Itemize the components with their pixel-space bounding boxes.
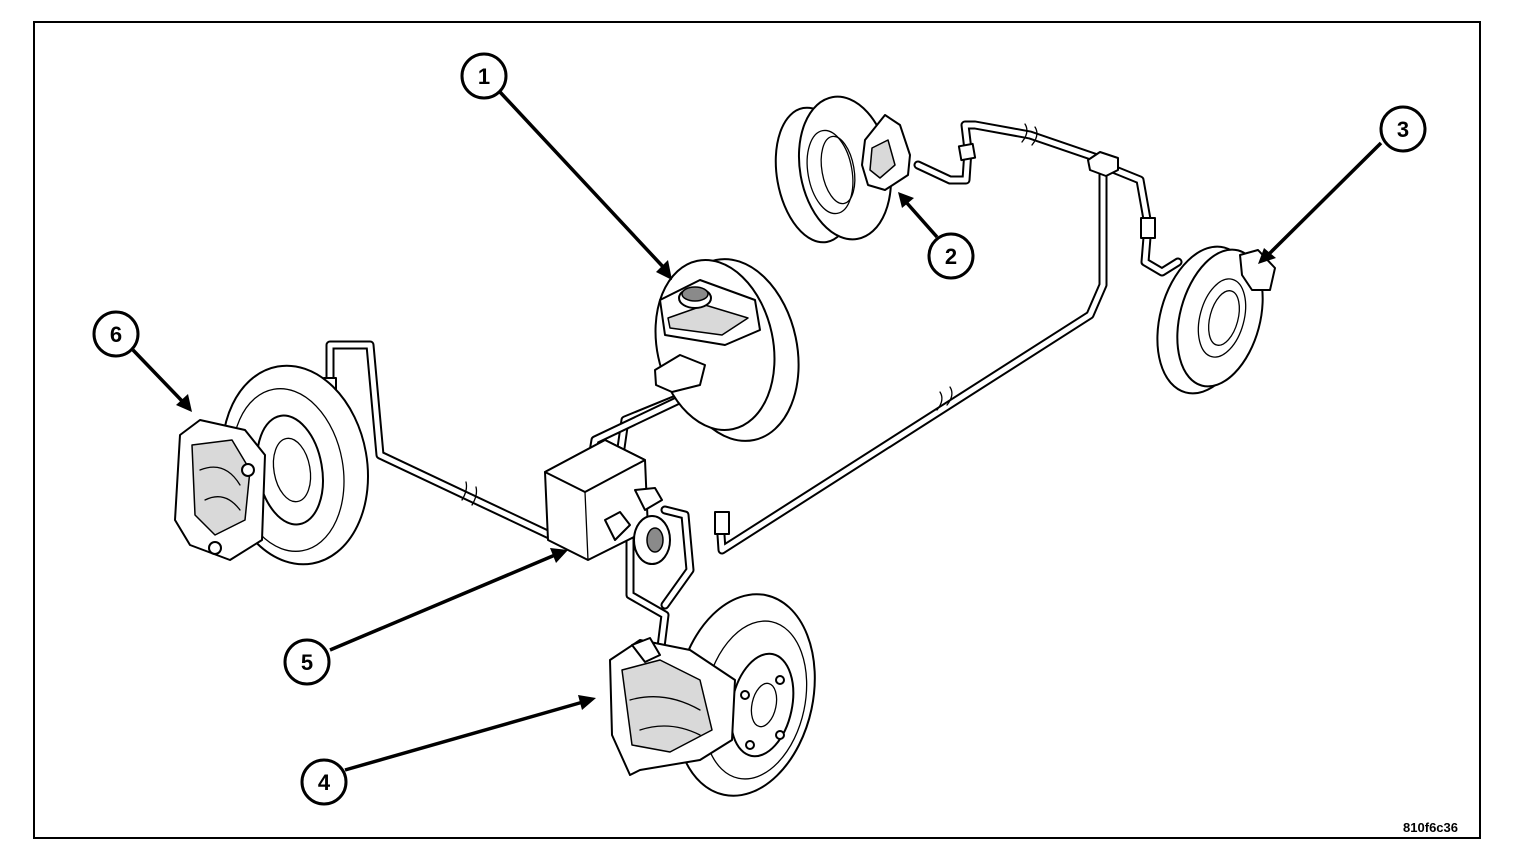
rear-brake-line xyxy=(715,120,1183,555)
image-code: 810f6c36 xyxy=(1403,820,1458,835)
callout-3: 3 xyxy=(1379,105,1427,153)
callout-6-label: 6 xyxy=(110,322,122,347)
callout-4: 4 xyxy=(300,758,348,806)
master-cylinder-and-booster xyxy=(654,258,800,442)
left-front-brake-assembly xyxy=(174,364,370,566)
callout-3-label: 3 xyxy=(1397,117,1409,142)
callout-4-label: 4 xyxy=(318,770,331,795)
callout-2-label: 2 xyxy=(945,244,957,269)
left-rear-brake-assembly xyxy=(774,95,911,244)
callout-5-label: 5 xyxy=(301,650,313,675)
line-fittings xyxy=(323,142,1156,535)
line-break-marks xyxy=(461,123,1038,506)
hydraulic-control-unit xyxy=(544,439,671,565)
callout-arrows xyxy=(131,90,1383,772)
right-front-brake-assembly xyxy=(609,593,816,797)
right-rear-brake-assembly xyxy=(1156,245,1276,395)
callout-1-label: 1 xyxy=(478,64,490,89)
callout-2: 2 xyxy=(927,232,975,280)
left-front-brake-line xyxy=(325,340,565,545)
callout-5: 5 xyxy=(283,638,331,686)
callout-1: 1 xyxy=(460,52,508,100)
right-front-brake-line xyxy=(625,505,695,660)
callout-6: 6 xyxy=(92,310,140,358)
